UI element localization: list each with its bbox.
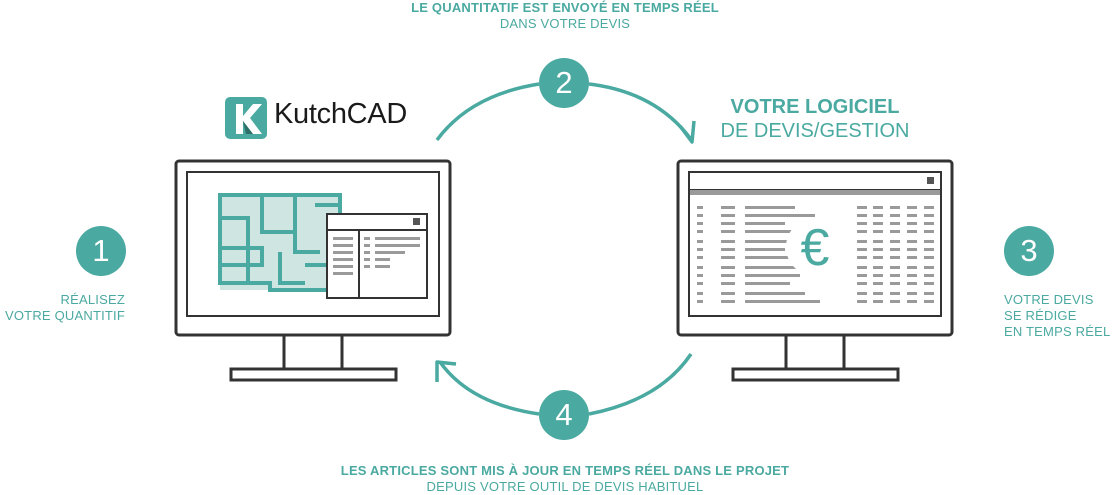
software-title-line1: VOTRE LOGICIEL (730, 96, 900, 118)
quote-titlebar (688, 171, 942, 191)
quote-window-control-icon (927, 177, 934, 184)
bottom-arc-right (588, 353, 693, 416)
euro-icon: € (801, 219, 830, 277)
top-arc-left (435, 82, 540, 142)
software-title-line2: DE DEVIS/GESTION (720, 120, 910, 142)
step-1-badge: 1 (76, 226, 126, 276)
floor-plan-icon (218, 193, 342, 292)
euro-emblem-bg (786, 218, 844, 276)
kutchcad-logo-icon (225, 97, 267, 139)
step-2-badge: 2 (539, 58, 589, 108)
step-1-caption: RÉALISEZ VOTRE QUANTITIF (0, 292, 125, 324)
quote-table-amounts (857, 206, 934, 303)
top-caption-bold: LE QUANTITATIF EST ENVOYÉ EN TEMPS RÉEL (411, 0, 719, 15)
bottom-caption: LES ARTICLES SONT MIS À JOUR EN TEMPS RÉ… (290, 463, 840, 495)
bottom-caption-bold: LES ARTICLES SONT MIS À JOUR EN TEMPS RÉ… (340, 463, 790, 478)
top-arc-right (588, 82, 692, 140)
top-caption: LE QUANTITATIF EST ENVOYÉ EN TEMPS RÉEL … (330, 0, 800, 32)
plan-properties-window (326, 213, 428, 299)
left-monitor-base (229, 367, 398, 382)
step-3-line2: SE RÉDIGE (1004, 308, 1077, 323)
step-3-line3: EN TEMPS RÉEL (1004, 324, 1111, 339)
top-caption-normal: DANS VOTRE DEVIS (499, 16, 631, 31)
step-3-badge: 3 (1004, 226, 1054, 276)
right-monitor-neck (784, 333, 846, 371)
step-3-line1: VOTRE DEVIS (1004, 292, 1094, 307)
left-monitor-neck (282, 333, 344, 371)
quote-table-rows (697, 206, 820, 303)
step-4-badge: 4 (539, 390, 589, 440)
software-title: VOTRE LOGICIEL DE DEVIS/GESTION (700, 95, 930, 143)
step-1-line2: VOTRE QUANTITIF (5, 308, 125, 323)
bottom-arrowhead-icon (435, 360, 457, 382)
bottom-caption-normal: DEPUIS VOTRE OUTIL DE DEVIS HABITUEL (426, 479, 704, 494)
step-1-line1: RÉALISEZ (60, 292, 125, 307)
kutchcad-monitor (174, 159, 452, 382)
logo-text: KutchCAD (274, 98, 407, 130)
quote-software-monitor: € (676, 159, 954, 382)
right-monitor-base (731, 367, 900, 382)
top-arrowhead-icon (678, 120, 696, 144)
step-3-caption: VOTRE DEVIS SE RÉDIGE EN TEMPS RÉEL (1004, 292, 1112, 340)
bottom-arc-left (438, 360, 540, 416)
